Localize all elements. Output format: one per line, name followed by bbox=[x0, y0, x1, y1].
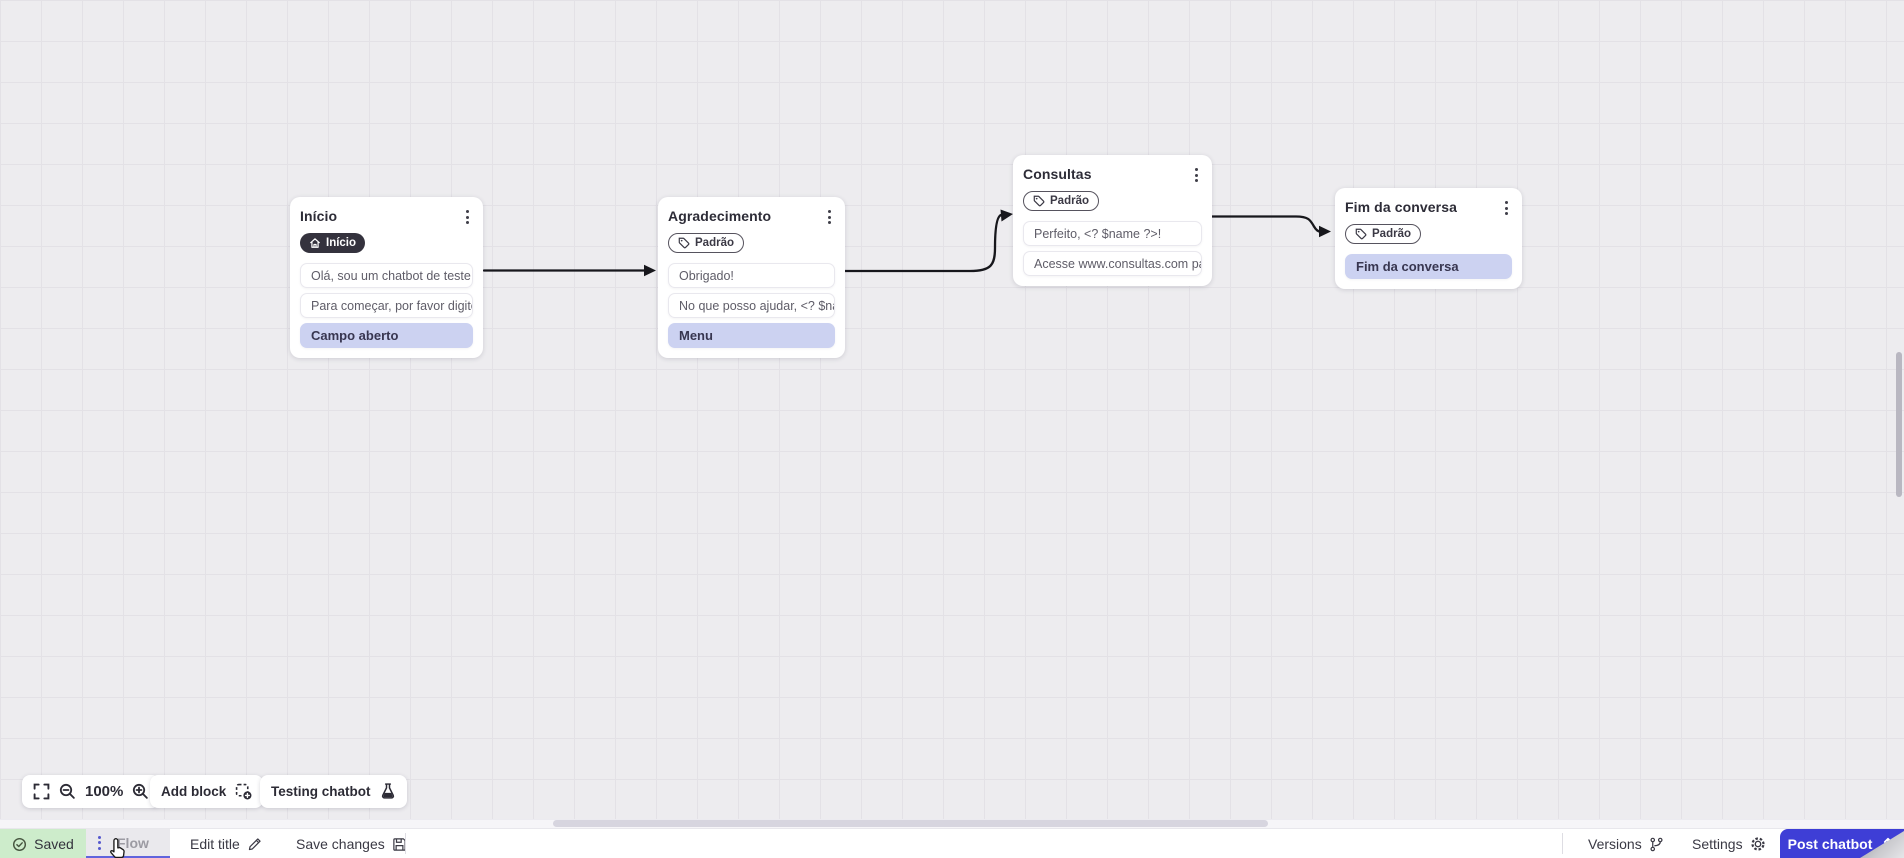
zoom-toolbar: 100% bbox=[22, 775, 161, 808]
message-block[interactable]: Para começar, por favor digite o ... bbox=[300, 293, 473, 318]
message-block[interactable]: Perfeito, <? $name ?>! bbox=[1023, 221, 1202, 246]
flask-icon bbox=[381, 783, 394, 799]
input-block[interactable]: Fim da conversa bbox=[1345, 254, 1512, 279]
check-circle-icon bbox=[13, 837, 27, 851]
node-title: Início bbox=[300, 208, 338, 224]
edge-consultas-fim[interactable] bbox=[1210, 215, 1322, 233]
node-title: Consultas bbox=[1023, 166, 1092, 182]
add-block-label: Add block bbox=[161, 784, 227, 799]
settings-label: Settings bbox=[1692, 836, 1743, 852]
tab-flow[interactable]: Flow bbox=[86, 829, 170, 858]
node-title: Agradecimento bbox=[668, 208, 772, 224]
edit-title-label: Edit title bbox=[190, 836, 240, 852]
divider bbox=[405, 833, 406, 854]
testing-chatbot-button[interactable]: Testing chatbot bbox=[260, 775, 407, 808]
gear-icon bbox=[1750, 837, 1765, 851]
start-badge[interactable]: Início bbox=[300, 233, 366, 253]
flow-canvas[interactable]: Início Início Olá, sou um chatbot de tes… bbox=[0, 0, 1904, 828]
versions-button[interactable]: Versions bbox=[1588, 829, 1664, 858]
branch-icon bbox=[1650, 837, 1663, 851]
flow-menu-icon[interactable] bbox=[95, 834, 104, 852]
zoom-level: 100% bbox=[85, 783, 124, 800]
node-menu-icon[interactable] bbox=[1501, 199, 1512, 217]
divider bbox=[1562, 833, 1563, 854]
message-block[interactable]: Olá, sou um chatbot de teste! bbox=[300, 263, 473, 288]
message-block[interactable]: Acesse www.consultas.com par... bbox=[1023, 251, 1202, 276]
input-block[interactable]: Menu bbox=[668, 323, 835, 348]
badge-label: Padrão bbox=[1372, 228, 1411, 240]
zoom-in-button[interactable] bbox=[132, 783, 149, 800]
saved-label: Saved bbox=[34, 836, 74, 852]
testing-chatbot-label: Testing chatbot bbox=[271, 784, 371, 799]
pencil-icon bbox=[248, 837, 261, 850]
flow-tab-label: Flow bbox=[117, 834, 149, 851]
save-changes-button[interactable]: Save changes bbox=[296, 829, 407, 858]
badge-label: Padrão bbox=[1050, 195, 1089, 207]
node-title: Fim da conversa bbox=[1345, 199, 1457, 215]
settings-button[interactable]: Settings bbox=[1692, 829, 1766, 858]
add-block-button[interactable]: Add block bbox=[150, 775, 264, 808]
node-inicio[interactable]: Início Início Olá, sou um chatbot de tes… bbox=[290, 197, 483, 358]
save-changes-label: Save changes bbox=[296, 836, 385, 852]
badge-label: Padrão bbox=[695, 237, 734, 249]
status-bar: Saved Flow Edit title Save changes Versi… bbox=[0, 828, 1904, 858]
node-menu-icon[interactable] bbox=[824, 208, 835, 226]
horizontal-scrollbar-thumb[interactable] bbox=[553, 820, 1268, 827]
add-block-icon bbox=[236, 783, 252, 800]
edit-title-button[interactable]: Edit title bbox=[190, 829, 262, 858]
node-menu-icon[interactable] bbox=[1191, 166, 1202, 184]
type-badge[interactable]: Padrão bbox=[668, 233, 744, 253]
post-chatbot-label: Post chatbot bbox=[1787, 836, 1873, 852]
arrowhead-icon bbox=[1319, 225, 1331, 238]
saved-status-badge: Saved bbox=[0, 829, 86, 858]
badge-label: Início bbox=[326, 237, 357, 249]
tag-icon bbox=[678, 237, 690, 249]
tag-icon bbox=[1355, 228, 1367, 240]
fullscreen-button[interactable] bbox=[33, 783, 50, 800]
flow-connections bbox=[482, 209, 1331, 277]
home-icon bbox=[310, 238, 320, 248]
save-icon bbox=[393, 837, 406, 851]
message-block[interactable]: Obrigado! bbox=[668, 263, 835, 288]
zoom-out-button[interactable] bbox=[59, 783, 76, 800]
versions-label: Versions bbox=[1588, 836, 1642, 852]
tag-icon bbox=[1033, 195, 1045, 207]
vertical-scrollbar-thumb[interactable] bbox=[1896, 352, 1902, 497]
arrowhead-icon bbox=[644, 264, 656, 277]
edge-agradecimento-consultas[interactable] bbox=[843, 213, 1003, 273]
type-badge[interactable]: Padrão bbox=[1345, 224, 1421, 244]
node-fim-da-conversa[interactable]: Fim da conversa Padrão Fim da conversa bbox=[1335, 188, 1522, 289]
input-block[interactable]: Campo aberto bbox=[300, 323, 473, 348]
node-agradecimento[interactable]: Agradecimento Padrão Obrigado! No que po… bbox=[658, 197, 845, 358]
message-block[interactable]: No que posso ajudar, <? $name ... bbox=[668, 293, 835, 318]
node-consultas[interactable]: Consultas Padrão Perfeito, <? $name ?>! … bbox=[1013, 155, 1212, 286]
node-menu-icon[interactable] bbox=[462, 208, 473, 226]
type-badge[interactable]: Padrão bbox=[1023, 191, 1099, 211]
arrowhead-icon bbox=[1000, 209, 1013, 222]
